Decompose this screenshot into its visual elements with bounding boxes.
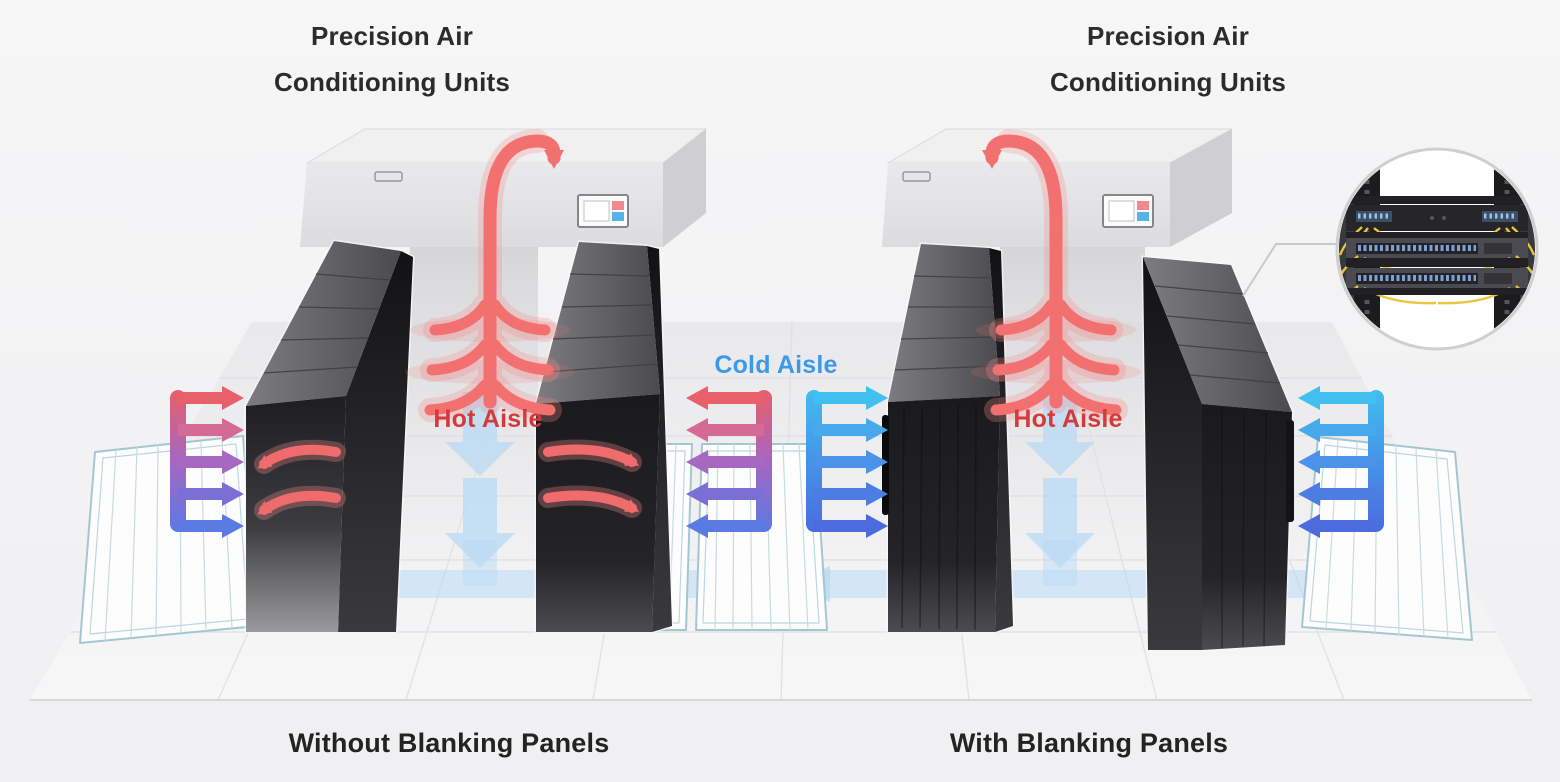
- rack-row-2: [534, 240, 674, 634]
- rack-door-handle: [1286, 420, 1294, 522]
- crac-vent: [902, 171, 931, 182]
- precision-ac-label-right-line2: Conditioning Units: [1049, 67, 1287, 97]
- hot-aisle-label-left: Hot Aisle: [433, 405, 543, 433]
- crac-unit-right: [882, 128, 1233, 247]
- crac-control-panel: [1102, 194, 1154, 228]
- mixed-intake-comb-far-left: [170, 386, 244, 538]
- rack-panel-lines: [1221, 408, 1267, 648]
- comb-teeth: [178, 386, 244, 538]
- cold-aisle-label: Cold Aisle: [714, 351, 838, 379]
- hot-recirculation-arrows-rack2: [538, 439, 642, 518]
- rack-row-3: [882, 242, 1015, 634]
- crac-control-panel: [577, 194, 629, 228]
- hot-aisle-label-right: Hot Aisle: [1013, 405, 1123, 433]
- precision-ac-label-right-line1: Precision Air: [1086, 21, 1250, 51]
- blanking-panel: [1346, 258, 1528, 267]
- rack-row-4: [1141, 255, 1294, 652]
- crac-vent: [374, 171, 403, 182]
- switch-1: [1346, 238, 1528, 260]
- rack-door-handle: [882, 415, 889, 515]
- blanking-panel: [1346, 288, 1528, 295]
- patch-panel: [1346, 205, 1528, 231]
- blanking-panel: [1346, 232, 1528, 238]
- comb-teeth: [686, 386, 764, 538]
- hot-air-return-right: [971, 129, 1141, 422]
- precision-ac-label-left-line1: Precision Air: [310, 21, 474, 51]
- mixed-intake-comb-cold-aisle: [686, 386, 772, 538]
- rack-mesh-door: [901, 403, 977, 631]
- perforated-tile-far-right: [1301, 436, 1473, 641]
- cold-intake-comb-cold-aisle: [806, 386, 888, 538]
- blanking-panel: [1346, 196, 1528, 204]
- precision-ac-label-left-line2: Conditioning Units: [273, 67, 511, 97]
- hot-air-return-left: [405, 129, 575, 422]
- caption-with-blanking-panels: With Blanking Panels: [949, 728, 1229, 758]
- switch-2: [1346, 268, 1528, 290]
- hot-recirculation-arrows-rack1: [254, 439, 346, 520]
- cold-intake-comb-far-right: [1298, 386, 1384, 538]
- inset-connector-line: [1242, 243, 1340, 297]
- caption-without-blanking-panels: Without Blanking Panels: [288, 728, 610, 758]
- comb-teeth: [814, 386, 888, 538]
- comb-teeth: [1298, 386, 1376, 538]
- rack-closeup-inset: [1335, 147, 1539, 351]
- rack-row-1: [244, 239, 415, 634]
